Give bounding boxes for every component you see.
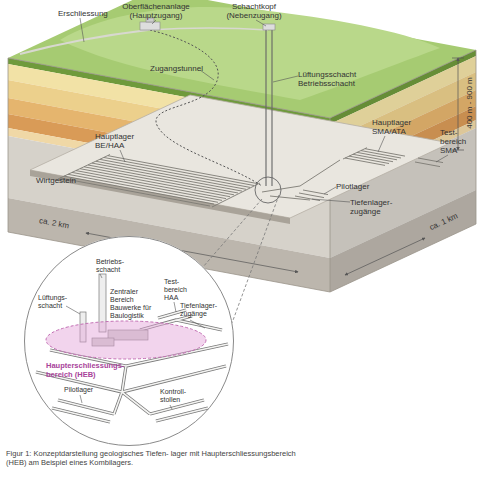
test-tunnels (415, 158, 443, 167)
pilot-label: Pilotlager (336, 182, 386, 191)
callout-label: Betriebs- schacht (96, 258, 134, 274)
area-label: Haupterschliessungs- bereich (HEB) (46, 362, 150, 379)
tunnel-wall (36, 310, 228, 422)
inset-tunnels (36, 274, 228, 422)
detail-inset: Betriebs- schachtLüftungs- schacht Zentra… (24, 236, 234, 446)
inset-circle (25, 237, 234, 446)
leader-line (80, 18, 448, 202)
callout-label: Pilotlager (64, 386, 108, 394)
inset-backdrop (24, 236, 234, 446)
figure-caption: Figur 1: Konzeptdarstellung geologisches… (6, 449, 306, 467)
depth-dimension: 400 m - 900 m (465, 73, 475, 133)
shaft-head-label: Schachtkopf (Nebenzugang) (222, 2, 286, 20)
surface-building (140, 22, 160, 30)
shaft-head (263, 24, 275, 30)
dimension-line (458, 58, 459, 150)
access-label: Tiefenlager- zugänge (350, 198, 402, 216)
width-dimension: ca. 1 km (428, 211, 459, 232)
emplacement-tunnels (343, 148, 405, 166)
callout-label: Lüftungs- schacht (38, 294, 78, 310)
access-ramps (262, 160, 340, 200)
repository-floor (30, 95, 450, 218)
host-rock-label: Wirtgestein (36, 176, 96, 185)
access-tunnel (150, 30, 262, 186)
shaft (266, 30, 272, 186)
tunnel-label: Zugangstunnel (150, 64, 220, 73)
callout-label: Test- bereich HAA (164, 278, 194, 302)
emplacement-tunnels (58, 155, 260, 208)
tunnel-bore (36, 310, 228, 422)
access-road (148, 28, 268, 30)
callout-label: Zentraler Bereich Bauwerke für Baulogist… (110, 288, 156, 320)
callout-label: Tiefenlager- zugänge (180, 302, 226, 318)
heb-area: Haupterschliessungs- bereich (HEB) (42, 318, 210, 382)
dimension-line (345, 238, 425, 275)
surface-facility-label: Oberflächenanlage (Hauptzugang) (116, 2, 196, 20)
access-label: Erschliessung (58, 9, 118, 18)
callout-label: Kontroll- stollen (160, 388, 200, 404)
shaft-label: Lüftungsschacht Betriebsschacht (298, 70, 366, 88)
test-area-label: Test- bereich SMA (440, 128, 474, 155)
length-dimension: ca. 2 km (38, 216, 69, 230)
area-ellipse (46, 321, 206, 359)
repository-label: Hauptlager SMA/ATA (372, 118, 424, 136)
repository-label: Hauptlager BE/HAA (95, 132, 147, 150)
detail-marker (255, 177, 281, 203)
